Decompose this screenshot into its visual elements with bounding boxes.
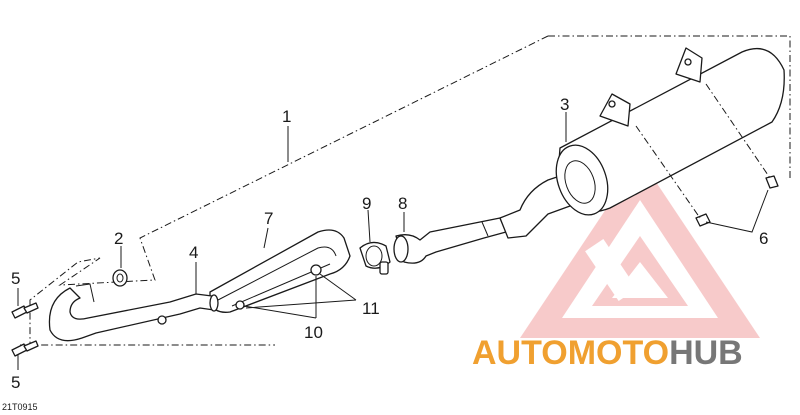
callout-10: 10 bbox=[304, 323, 323, 342]
joint-pipe bbox=[393, 217, 507, 264]
leader-lines bbox=[17, 83, 771, 370]
exhaust-pipe bbox=[48, 283, 219, 342]
watermark-logo-icon bbox=[520, 158, 760, 338]
callout-7: 7 bbox=[264, 209, 273, 228]
bolt-upper bbox=[11, 302, 39, 319]
callout-3: 3 bbox=[560, 95, 569, 114]
gasket bbox=[112, 269, 128, 287]
callout-5-lower: 5 bbox=[11, 373, 20, 392]
muffler-bolt-lower bbox=[695, 213, 711, 227]
clamp bbox=[359, 241, 391, 275]
callout-2: 2 bbox=[114, 229, 123, 248]
callout-8: 8 bbox=[398, 194, 407, 213]
muffler bbox=[499, 47, 785, 239]
callout-4: 4 bbox=[189, 243, 198, 262]
watermark-text-primary: AUTOMOTO bbox=[472, 334, 669, 372]
callout-5-upper: 5 bbox=[11, 269, 20, 288]
callout-1: 1 bbox=[282, 107, 291, 126]
heat-protector bbox=[209, 229, 351, 313]
diagram-code: 21T0915 bbox=[2, 402, 38, 412]
watermark-text: AUTOMOTOHUB bbox=[472, 334, 743, 372]
bolt-lower bbox=[11, 340, 39, 357]
callout-9: 9 bbox=[362, 194, 371, 213]
watermark-text-secondary: HUB bbox=[669, 334, 743, 372]
muffler-bolt-upper bbox=[765, 175, 779, 189]
callout-11: 11 bbox=[362, 299, 380, 318]
callout-6: 6 bbox=[759, 229, 768, 248]
